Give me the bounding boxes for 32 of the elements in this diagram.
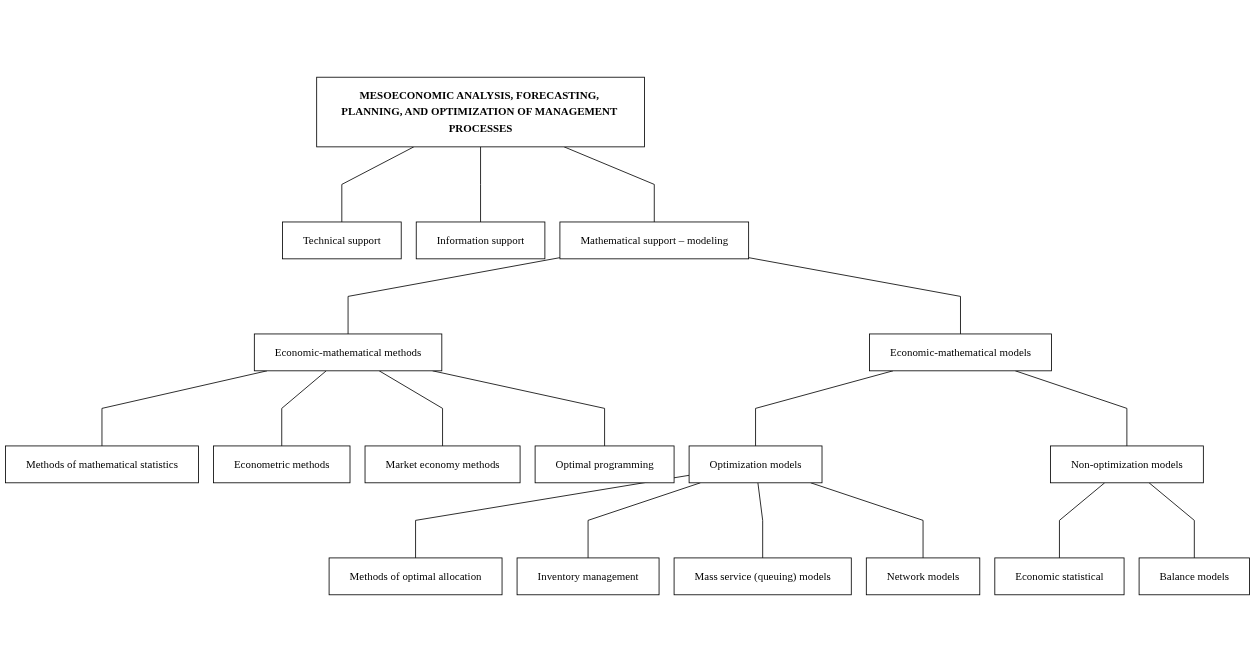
node-box: Mathematical support – modeling — [559, 221, 750, 260]
connector — [281, 370, 327, 447]
node-box: Mass service (queuing) models — [673, 557, 852, 596]
node-box: Information support — [415, 221, 546, 260]
connector — [810, 482, 924, 559]
connector — [480, 146, 481, 223]
node-box: Non-optimization models — [1050, 445, 1204, 484]
node-box: Market economy methods — [364, 445, 521, 484]
node-box: Methods of mathematical statistics — [5, 445, 199, 484]
connector — [341, 146, 415, 223]
connector — [757, 482, 764, 559]
connector — [748, 257, 961, 335]
connector — [415, 474, 690, 559]
node-box: Economic-mathematical methods — [253, 333, 443, 372]
connector — [347, 257, 561, 335]
node-box: Technical support — [282, 221, 402, 260]
connector — [1148, 482, 1195, 559]
node-box: Network models — [865, 557, 981, 596]
node-box: Optimization models — [688, 445, 823, 484]
node-box: MESOECONOMIC ANALYSIS, FORECASTING, PLANNING, AND OPTIMIZATION OF MANAGEMENT PROCESSES — [316, 76, 645, 148]
node-box: Optimal programming — [534, 445, 675, 484]
node-box: Econometric methods — [213, 445, 351, 484]
node-box: Methods of optimal allocation — [328, 557, 503, 596]
node-box: Economic-mathematical models — [869, 333, 1052, 372]
connector — [587, 482, 701, 559]
node-box: Balance models — [1138, 557, 1250, 596]
node-box: Inventory management — [516, 557, 660, 596]
connector — [563, 146, 655, 223]
connector — [378, 370, 443, 447]
connector — [1059, 482, 1106, 559]
node-box: Economic statistical — [994, 557, 1125, 596]
connector — [1014, 370, 1128, 447]
